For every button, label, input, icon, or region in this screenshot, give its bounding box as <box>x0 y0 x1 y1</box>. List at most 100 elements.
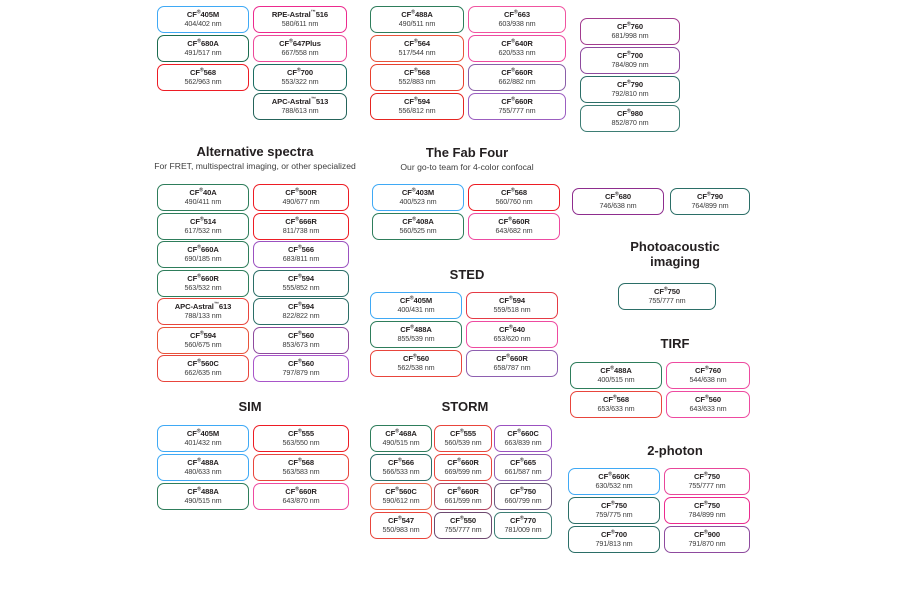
dye-name: CF®770 <box>509 515 537 526</box>
dye-wavelengths: 797/879 nm <box>282 368 320 378</box>
dye-name: CF®488A <box>187 486 219 497</box>
dye-wavelengths: 663/839 nm <box>504 438 542 448</box>
dye-name: CF®750 <box>693 500 721 511</box>
section-subtitle-alternative-spectra: For FRET, multispectral imaging, or othe… <box>154 161 356 171</box>
dye-name: CF®790 <box>616 79 644 90</box>
dye-name: CF®680A <box>187 38 219 49</box>
dye-wavelengths: 661/587 nm <box>504 467 542 477</box>
dye-name: CF®790 <box>696 191 724 202</box>
dye-wavelengths: 490/677 nm <box>282 197 320 207</box>
dye-name: CF®568 <box>500 187 528 198</box>
dye-name: CF®488A <box>600 365 632 376</box>
dye-name: CF®760 <box>694 365 722 376</box>
dye-name: CF®468A <box>385 428 417 439</box>
dye-name: CF®488A <box>187 457 219 468</box>
section-subtitle-fab-four: Our go-to team for 4-color confocal <box>400 162 534 172</box>
dye-name: CF®594 <box>403 96 431 107</box>
dye-wavelengths: 661/599 nm <box>444 496 482 506</box>
dye-wavelengths: 566/533 nm <box>382 467 420 477</box>
dye-wavelengths: 490/411 nm <box>184 197 222 207</box>
dye-name: CF®750 <box>693 471 721 482</box>
dye-name: CF®660K <box>598 471 630 482</box>
dye-wavelengths: 755/777 nm <box>648 296 686 306</box>
dye-name: RPE-Astral™516 <box>271 9 329 20</box>
dye-name: CF®560 <box>694 394 722 405</box>
